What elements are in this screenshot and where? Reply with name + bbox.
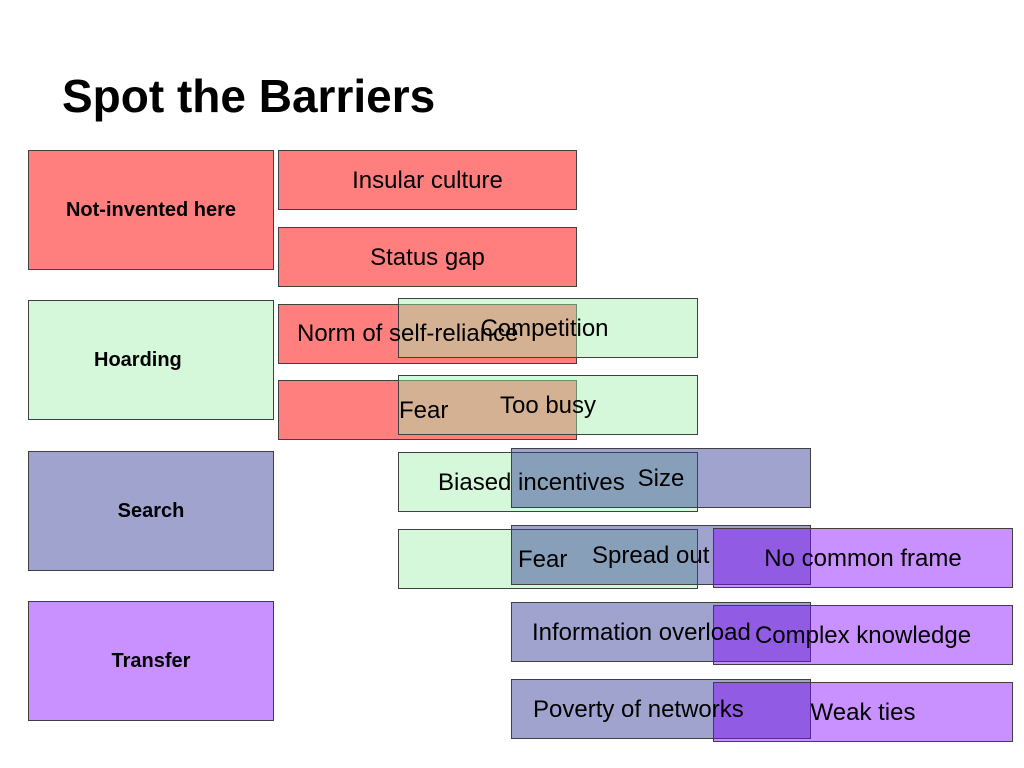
barrier-box-spread-out bbox=[511, 525, 811, 585]
barrier-box-status-gap bbox=[278, 227, 577, 287]
label-complex-knowledge: Complex knowledge bbox=[754, 622, 972, 649]
category-label: Hoarding bbox=[94, 348, 182, 371]
barrier-box-nih-fear bbox=[278, 380, 577, 440]
category-label: Not-invented here bbox=[65, 198, 237, 221]
barrier-box-competition bbox=[398, 298, 698, 358]
label-competition: Competition bbox=[480, 315, 609, 342]
category-label: Transfer bbox=[111, 649, 191, 672]
category-not-invented-here: Not-invented here bbox=[28, 150, 274, 270]
label-norm-of-self-reliance: Norm of self-reliance bbox=[297, 320, 519, 347]
barrier-box-too-busy bbox=[398, 375, 698, 435]
barrier-box-information-overload bbox=[511, 602, 811, 662]
category-hoarding: Hoarding bbox=[28, 300, 274, 420]
category-label: Search bbox=[117, 499, 185, 522]
barrier-box-norm-of-self-reliance bbox=[278, 304, 577, 364]
label-hoarding-fear: Fear bbox=[518, 546, 568, 573]
label-spread-out: Spread out bbox=[592, 542, 710, 569]
barrier-box-poverty-of-networks bbox=[511, 679, 811, 739]
barrier-box-complex-knowledge bbox=[713, 605, 1013, 665]
label-status-gap: Status gap bbox=[370, 244, 485, 271]
label-poverty-of-networks: Poverty of networks bbox=[533, 696, 744, 723]
label-size: Size bbox=[637, 465, 685, 492]
label-insular-culture: Insular culture bbox=[352, 167, 503, 194]
barrier-box-hoarding-fear bbox=[398, 529, 698, 589]
barrier-box-biased-incentives bbox=[398, 452, 698, 512]
barrier-box-insular-culture bbox=[278, 150, 577, 210]
barrier-box-size bbox=[511, 448, 811, 508]
barrier-box-no-common-frame bbox=[713, 528, 1013, 588]
label-information-overload: Information overload bbox=[532, 619, 751, 646]
label-too-busy: Too busy bbox=[499, 392, 597, 419]
label-nih-fear: Fear bbox=[399, 397, 449, 424]
label-no-common-frame: No common frame bbox=[764, 545, 962, 572]
category-search: Search bbox=[28, 451, 274, 571]
slide-title: Spot the Barriers bbox=[62, 70, 436, 122]
barrier-box-weak-ties bbox=[713, 682, 1013, 742]
label-biased-incentives: Biased incentives bbox=[438, 469, 625, 496]
label-weak-ties: Weak ties bbox=[810, 699, 916, 726]
category-transfer: Transfer bbox=[28, 601, 274, 721]
